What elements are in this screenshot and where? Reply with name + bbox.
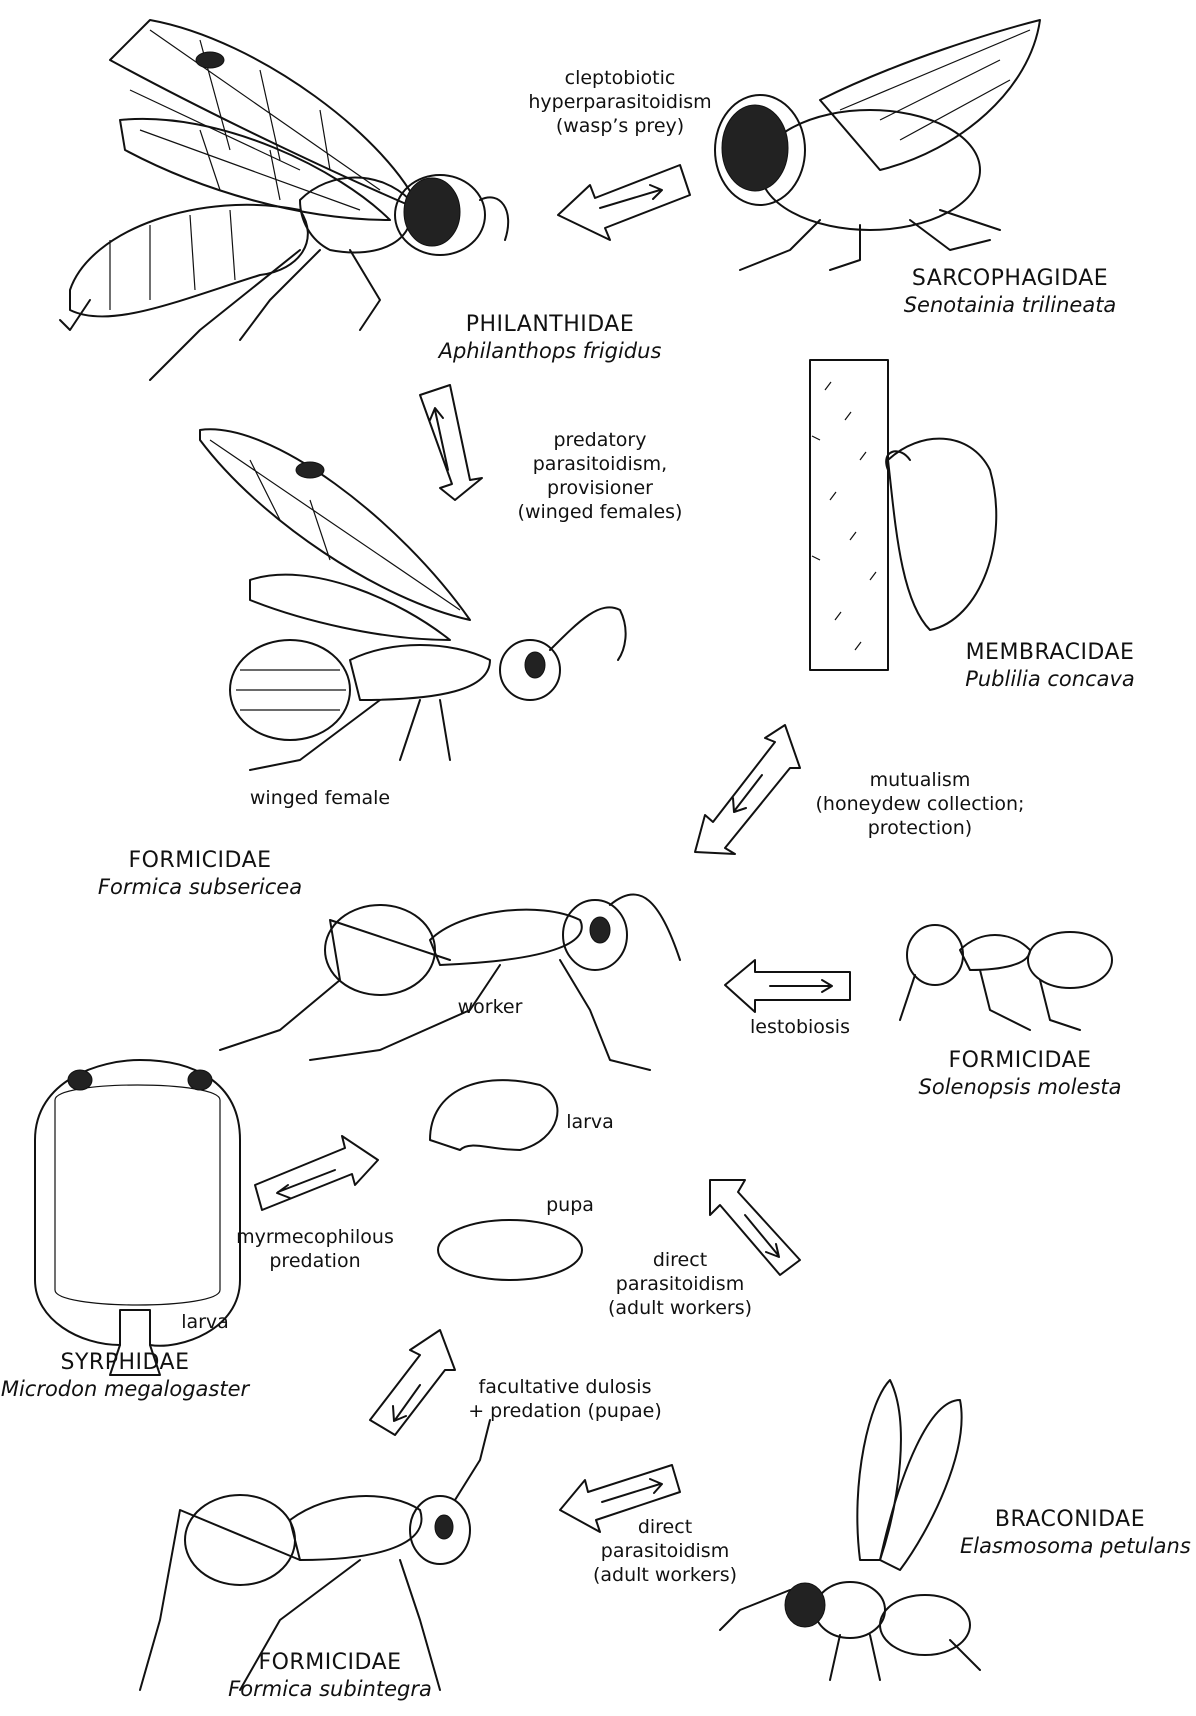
- facultative-dulosis-label: facultative dulosis + predation (pupae): [450, 1375, 680, 1423]
- formicidae-subsericea-species: Formica subsericea: [80, 874, 320, 900]
- braconidae-species: Elasmosoma petulans: [960, 1533, 1180, 1559]
- sarcophagidae-family: SARCOPHAGIDAE: [860, 266, 1160, 292]
- membracidae-family: MEMBRACIDAE: [940, 640, 1160, 666]
- worker-label: worker: [440, 995, 540, 1019]
- myrmecophilous-arrow: [255, 1136, 378, 1210]
- formicidae-worker-illustration: [220, 894, 680, 1070]
- syrphidae-label: SYRPHIDAE Microdon megalogaster: [0, 1350, 250, 1402]
- mutualism-label: mutualism (honeydew collection; protecti…: [800, 768, 1040, 840]
- ant-pupa-illustration: [438, 1220, 582, 1280]
- winged-female-label: winged female: [240, 786, 400, 810]
- formicidae-subsericea-label: FORMICIDAE Formica subsericea: [80, 848, 320, 900]
- philanthidae-species: Aphilanthops frigidus: [420, 338, 680, 364]
- braconidae-wasp-illustration: [720, 1380, 980, 1680]
- myrmecophilous-label: myrmecophilous predation: [225, 1225, 405, 1273]
- formicidae-solenopsis-family: FORMICIDAE: [900, 1048, 1140, 1074]
- formicidae-solenopsis-label: FORMICIDAE Solenopsis molesta: [900, 1048, 1140, 1100]
- cleptobiotic-label: cleptobiotic hyperparasitoidism (wasp’s …: [520, 66, 720, 138]
- cleptobiotic-arrow: [558, 165, 690, 240]
- mutualism-arrow: [695, 725, 800, 854]
- ant-larva-label: larva: [560, 1110, 620, 1134]
- facultative-dulosis-arrow: [370, 1330, 455, 1435]
- ant-larva-illustration: [430, 1080, 557, 1150]
- sarcophagidae-species: Senotainia trilineata: [860, 292, 1160, 318]
- predatory-arrow: [420, 385, 482, 500]
- formicidae-subintegra-family: FORMICIDAE: [210, 1650, 450, 1676]
- braconidae-family: BRACONIDAE: [960, 1507, 1180, 1533]
- predatory-label: predatory parasitoidism, provisioner (wi…: [500, 428, 700, 524]
- sarcophagidae-label: SARCOPHAGIDAE Senotainia trilineata: [860, 266, 1160, 318]
- lestobiosis-label: lestobiosis: [730, 1015, 870, 1039]
- direct-parasitoidism-upper-label: direct parasitoidism (adult workers): [590, 1248, 770, 1320]
- formicidae-subsericea-family: FORMICIDAE: [80, 848, 320, 874]
- syrphidae-larva-label: larva: [175, 1310, 235, 1334]
- formicidae-subintegra-species: Formica subintegra: [210, 1676, 450, 1702]
- ant-pupa-label: pupa: [535, 1193, 605, 1217]
- philanthidae-family: PHILANTHIDAE: [420, 312, 680, 338]
- sarcophagidae-fly-illustration: [715, 20, 1040, 270]
- formicidae-solenopsis-species: Solenopsis molesta: [900, 1074, 1140, 1100]
- formicidae-solenopsis-illustration: [900, 925, 1112, 1030]
- braconidae-label: BRACONIDAE Elasmosoma petulans: [960, 1507, 1180, 1559]
- formicidae-subintegra-label: FORMICIDAE Formica subintegra: [210, 1650, 450, 1702]
- membracidae-species: Publilia concava: [940, 666, 1160, 692]
- syrphidae-species: Microdon megalogaster: [0, 1376, 250, 1402]
- membracidae-illustration: [810, 360, 996, 670]
- membracidae-label: MEMBRACIDAE Publilia concava: [940, 640, 1160, 692]
- syrphidae-family: SYRPHIDAE: [0, 1350, 250, 1376]
- philanthidae-label: PHILANTHIDAE Aphilanthops frigidus: [420, 312, 680, 364]
- direct-parasitoidism-lower-label: direct parasitoidism (adult workers): [575, 1515, 755, 1587]
